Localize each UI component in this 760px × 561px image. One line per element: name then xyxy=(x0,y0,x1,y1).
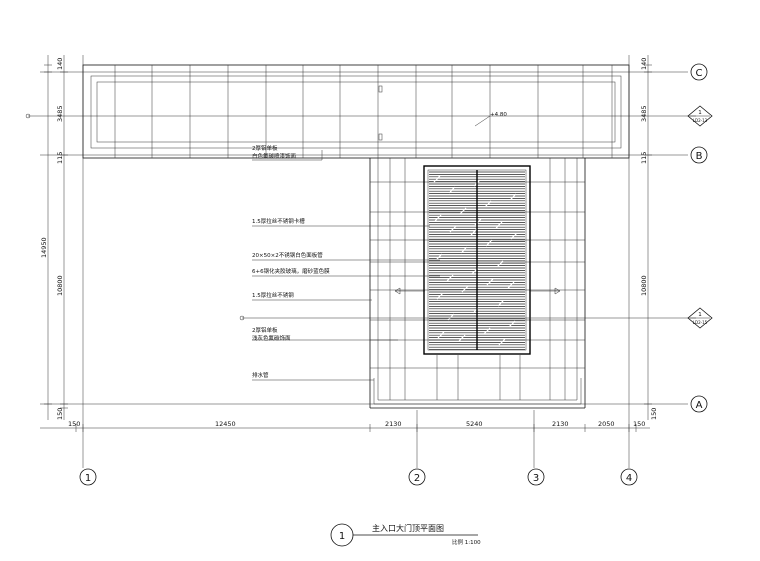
grid-lines-horizontal xyxy=(25,71,696,405)
glass-glint xyxy=(508,320,516,328)
note-aluminum-panel: 2厚铝单板 xyxy=(252,144,278,152)
section-mark-upper: 1 LD2-13 xyxy=(687,105,713,127)
dim-right-115: 115 xyxy=(640,152,648,164)
dims-bottom: 150 12450 2130 5240 2130 2050 150 xyxy=(40,420,650,432)
glass-glint xyxy=(458,334,466,342)
row-axis-bubbles: C B A xyxy=(690,63,708,413)
glass-glint xyxy=(460,246,468,254)
dim-bottom-2130-a: 2130 xyxy=(385,420,402,428)
glass-glint xyxy=(485,239,493,247)
drawing-scale: 比例 1:100 xyxy=(452,538,481,546)
level-mark: +4.80 xyxy=(490,112,507,118)
dim-right-150: 150 xyxy=(650,408,658,420)
glass-glint xyxy=(495,221,503,229)
section-upper-sheet: LD2-13 xyxy=(693,118,708,123)
dim-bottom-12450: 12450 xyxy=(215,420,236,428)
axis-col-2: 2 xyxy=(414,473,420,484)
canopy-roof: +4.80 xyxy=(82,64,630,159)
glass-glint xyxy=(437,331,445,339)
glass-glint xyxy=(483,327,491,335)
section-mark-lower: 1 LD2-15 xyxy=(687,307,713,329)
glass-glint xyxy=(470,228,478,236)
note-steel-tube: 20×50×2不锈钢白色面板管 xyxy=(252,251,323,259)
note-leaders xyxy=(252,150,440,381)
drawing-title: 主入口大门顶平面图 xyxy=(372,523,444,533)
note-gray-finish: 浅灰色氟碳饰面 xyxy=(252,334,291,342)
glass-glint xyxy=(461,285,469,293)
col-axis-bubbles: 1 2 3 4 xyxy=(79,468,638,486)
glass-glint xyxy=(459,207,467,215)
dim-right-3485: 3485 xyxy=(640,105,648,122)
glass-glint xyxy=(472,306,480,314)
glass-glint xyxy=(510,232,518,240)
title-block: 1 主入口大门顶平面图 比例 1:100 xyxy=(330,523,481,547)
note-aluminum-panel-2: 2厚铝单板 xyxy=(252,326,278,334)
glass-glint xyxy=(446,274,454,282)
dim-bottom-5240: 5240 xyxy=(466,420,483,428)
glass-glint xyxy=(433,175,441,183)
axis-col-1: 1 xyxy=(85,473,91,484)
glass-skylight xyxy=(423,165,531,355)
dim-bottom-2130-b: 2130 xyxy=(552,420,569,428)
dim-left-10800: 10800 xyxy=(56,275,64,296)
dim-right-10800: 10800 xyxy=(640,275,648,296)
notes: 2厚铝单板 白色氟碳喷漆饰面 1.5厚拉丝不锈钢卡槽 20×50×2不锈钢白色面… xyxy=(252,144,330,379)
section-lower-num: 1 xyxy=(698,312,702,318)
axis-row-b: B xyxy=(696,151,703,162)
axis-row-a: A xyxy=(696,400,703,411)
dim-left-3485: 3485 xyxy=(56,105,64,122)
axis-row-c: C xyxy=(696,68,703,79)
dim-left-115: 115 xyxy=(56,152,64,164)
glass-glint xyxy=(448,186,456,194)
note-white-finish: 白色氟碳喷漆饰面 xyxy=(252,152,297,160)
dim-bottom-150-right: 150 xyxy=(633,420,645,428)
dim-left-14950: 14950 xyxy=(40,237,48,258)
glass-glint xyxy=(447,313,455,321)
dim-right-140: 140 xyxy=(640,58,648,70)
glass-glint xyxy=(486,278,494,286)
glass-glint xyxy=(496,260,504,268)
dims-right: 140 3485 115 10800 150 xyxy=(640,55,658,420)
axis-col-3: 3 xyxy=(533,473,539,484)
view-number: 1 xyxy=(339,531,345,542)
dim-left-150: 150 xyxy=(56,408,64,420)
axis-col-4: 4 xyxy=(626,473,632,484)
glass-glint xyxy=(498,338,506,346)
section-lower-sheet: LD2-15 xyxy=(693,320,708,325)
dim-bottom-2050: 2050 xyxy=(598,420,615,428)
glass-glint xyxy=(497,299,505,307)
glass-glint xyxy=(484,200,492,208)
dim-left-140: 140 xyxy=(56,58,64,70)
section-upper-num: 1 xyxy=(698,110,702,116)
glass-glint xyxy=(436,292,444,300)
glass-glint xyxy=(474,218,482,226)
glass-glint xyxy=(434,214,442,222)
note-brushed-steel: 1.5厚拉丝不锈钢 xyxy=(252,291,294,299)
dim-bottom-150-left: 150 xyxy=(68,420,80,428)
dims-left: 140 3485 115 14950 10800 150 xyxy=(40,55,68,420)
note-steel-slot: 1.5厚拉丝不锈钢卡槽 xyxy=(252,217,305,225)
note-glass: 6+6钢化夹胶玻璃，磨砂蓝色膜 xyxy=(252,267,330,275)
glass-glint xyxy=(449,225,457,233)
note-drain-pipe: 排水管 xyxy=(252,371,269,379)
glass-glint xyxy=(507,281,515,289)
glass-glint xyxy=(435,253,443,261)
grid-lines-vertical xyxy=(82,55,630,468)
glass-glint xyxy=(509,193,517,201)
